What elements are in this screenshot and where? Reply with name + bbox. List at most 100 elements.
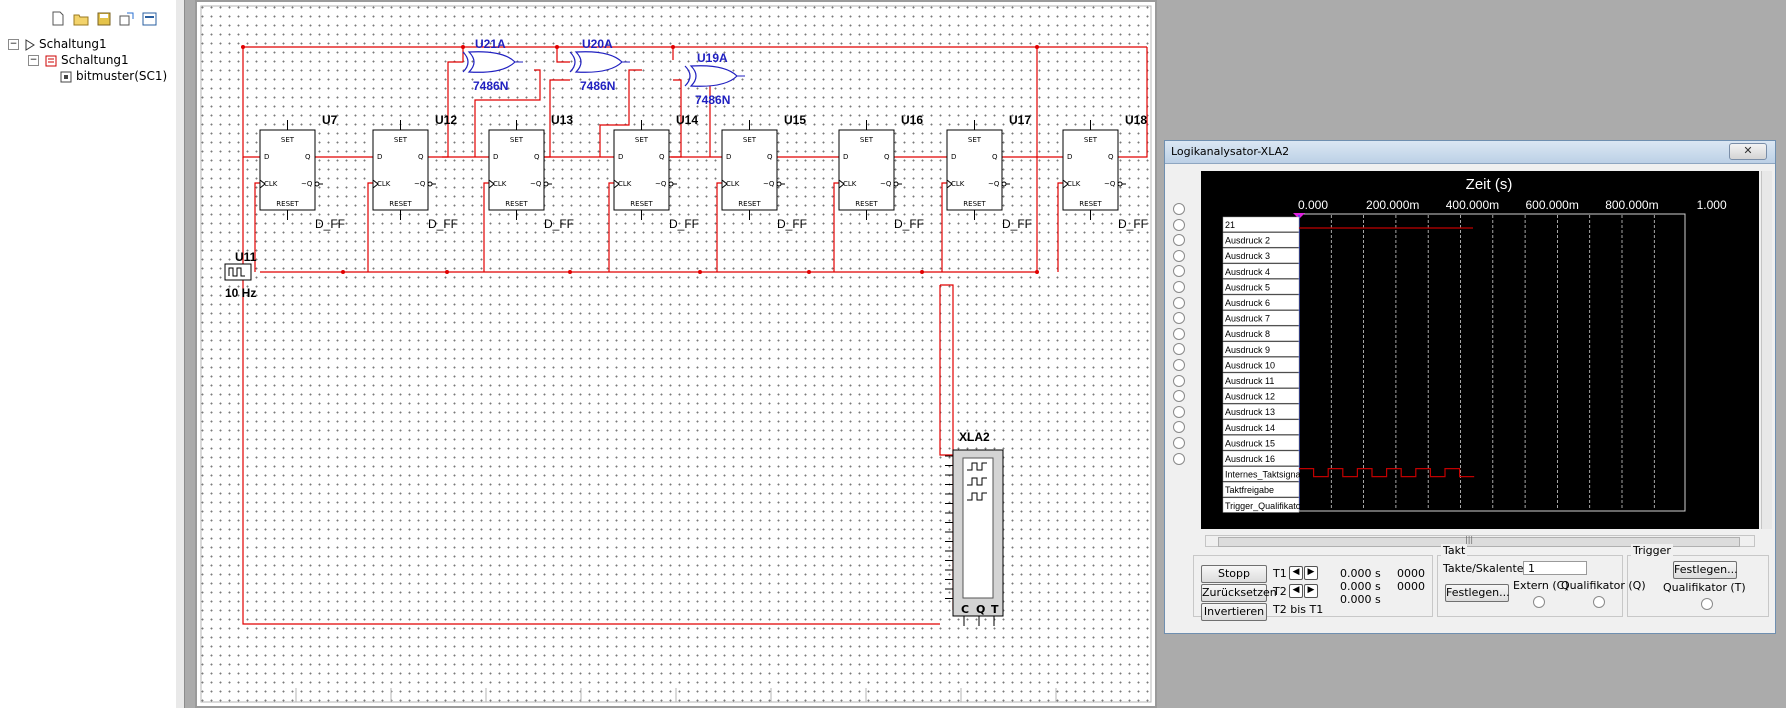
pin-q: Q [767, 153, 773, 161]
pin-clk: CLK [843, 180, 857, 188]
pin-q: Q [659, 153, 665, 161]
channel-label: Ausdruck 10 [1225, 360, 1275, 370]
properties-icon[interactable] [140, 10, 159, 27]
pin-q: Q [534, 153, 540, 161]
export-icon[interactable] [117, 10, 136, 27]
pin-d: D [264, 153, 269, 161]
save-icon[interactable] [94, 10, 113, 27]
channel-label-cell [1222, 497, 1300, 513]
channel-radio[interactable] [1173, 203, 1185, 215]
pin-clk: CLK [618, 180, 632, 188]
collapse-icon[interactable]: − [28, 55, 39, 66]
design-toolbox: −Schaltung1 −Schaltung1 bitmuster(SC1) [0, 0, 177, 708]
pin-set: SET [510, 136, 524, 144]
flipflop-type: D_FF [669, 217, 699, 231]
channel-radio[interactable] [1173, 218, 1185, 231]
channel-radio[interactable] [1173, 390, 1185, 403]
channel-radio[interactable] [1173, 265, 1185, 278]
channel-radio[interactable] [1173, 249, 1185, 262]
trigger-qualifier-label: Qualifikator (T) [1663, 581, 1746, 594]
pin-set: SET [743, 136, 757, 144]
channel-radio[interactable] [1173, 374, 1185, 387]
wire [474, 69, 541, 157]
t2-right-arrow[interactable]: ▶ [1304, 584, 1318, 598]
pin-set: SET [968, 136, 982, 144]
bubble [1001, 181, 1007, 187]
tree-label-schematic: Schaltung1 [61, 53, 129, 67]
clock-qualifier-label: Qualifikator (Q) [1561, 579, 1646, 592]
channel-radio[interactable] [1173, 359, 1185, 371]
pin-clk: CLK [493, 180, 507, 188]
pin-set: SET [281, 136, 295, 144]
pin-reset: RESET [855, 200, 878, 208]
junction-dot [555, 45, 559, 49]
pin-set: SET [635, 136, 649, 144]
clock-set-button[interactable]: Festlegen... [1445, 584, 1510, 602]
trigger-set-button[interactable]: Festlegen... [1673, 561, 1738, 579]
pin-d: D [377, 153, 382, 161]
pin-nq: ~Q [530, 180, 542, 188]
channel-radio[interactable] [1173, 437, 1185, 449]
flipflop-type: D_FF [1002, 217, 1032, 231]
collapse-icon[interactable]: − [8, 39, 19, 50]
pin-nq: ~Q [880, 180, 892, 188]
channel-radio[interactable] [1173, 452, 1185, 465]
channel-radio[interactable] [1173, 296, 1185, 309]
tick-label: 1.000 [1697, 198, 1727, 212]
window-title: Logikanalysator-XLA2 [1171, 145, 1290, 158]
open-folder-icon[interactable] [71, 10, 90, 27]
pane-splitter[interactable] [176, 0, 185, 708]
xor-type: 7486N [695, 93, 730, 107]
channel-radio[interactable] [1173, 405, 1185, 418]
clock-qualifier-radio[interactable] [1593, 596, 1605, 608]
t2-left-arrow[interactable]: ◀ [1289, 584, 1303, 598]
pin-q: Q [992, 153, 998, 161]
window-titlebar[interactable]: Logikanalysator-XLA2 ✕ [1165, 141, 1775, 164]
tree-item-root[interactable]: −Schaltung1 [8, 36, 107, 52]
tree-item-schematic[interactable]: − Schaltung1 [28, 52, 129, 68]
channel-radio[interactable] [1173, 312, 1185, 325]
channel-radio[interactable] [1173, 421, 1185, 434]
channel-radio[interactable] [1173, 281, 1185, 293]
channel-label-cell [1222, 435, 1300, 451]
pin-set: SET [860, 136, 874, 144]
new-file-icon[interactable] [48, 10, 67, 27]
xla-screen [962, 457, 994, 599]
square-wave-icon [228, 267, 245, 277]
close-button[interactable]: ✕ [1729, 143, 1767, 160]
vertical-scrollbar[interactable] [1761, 171, 1772, 529]
tree-label-subcircuit: bitmuster(SC1) [76, 69, 168, 83]
reset-button[interactable]: Zurücksetzen [1201, 584, 1277, 602]
channel-radio[interactable] [1173, 343, 1185, 356]
trigger-group-title: Trigger [1631, 544, 1673, 557]
channel-radio[interactable] [1173, 327, 1185, 340]
clk-triangle [259, 179, 266, 189]
extern-clock-radio[interactable] [1533, 596, 1545, 608]
junction-dot [341, 270, 345, 274]
clk-wire [483, 182, 489, 272]
flipflop-body [613, 129, 670, 211]
stop-button[interactable]: Stopp [1201, 565, 1267, 583]
clk-wire [941, 182, 947, 272]
tree-item-subcircuit[interactable]: bitmuster(SC1) [60, 68, 167, 84]
t1-right-arrow[interactable]: ▶ [1304, 566, 1318, 580]
invert-button[interactable]: Invertieren [1201, 603, 1267, 621]
scroll-thumb[interactable]: ||| [1218, 535, 1740, 547]
flipflop-ref: U14 [676, 113, 698, 127]
clk-triangle [721, 179, 728, 189]
channel-radio[interactable] [1173, 234, 1185, 247]
t1-time: 0.000 s [1340, 567, 1381, 580]
trigger-qualifier-radio[interactable] [1701, 598, 1713, 610]
xor-ref: U19A [697, 51, 728, 65]
clk-triangle [946, 179, 953, 189]
flipflop-type: D_FF [544, 217, 574, 231]
channel-label-cell [1222, 341, 1300, 357]
t1-left-arrow[interactable]: ◀ [1289, 566, 1303, 580]
horizontal-scrollbar[interactable]: ||| [1205, 535, 1755, 547]
clocks-per-div-input[interactable]: 1 [1523, 561, 1587, 575]
